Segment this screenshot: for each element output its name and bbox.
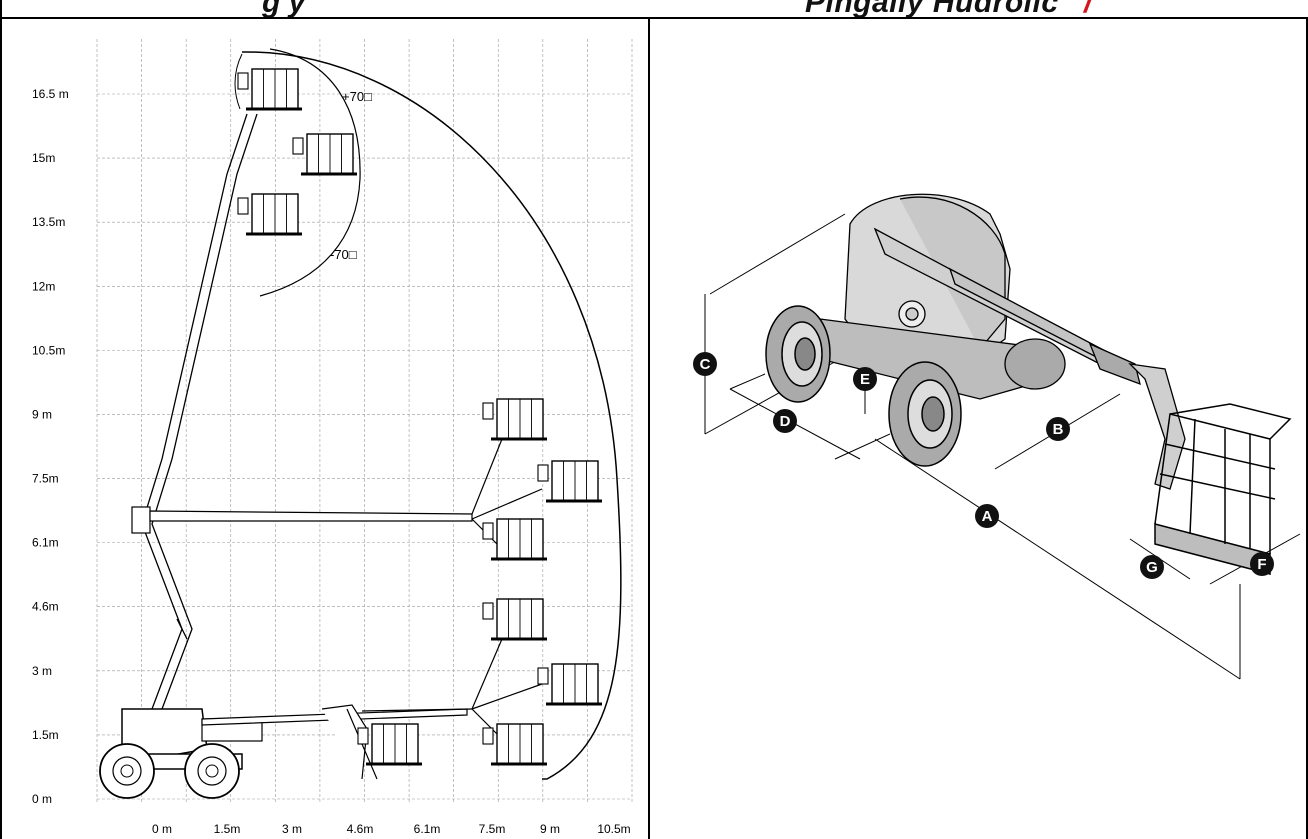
x-axis-label: 9 m — [540, 822, 560, 836]
dimension-badge-c: C — [693, 352, 717, 376]
brand-name: Pingally Hudrolic — [805, 0, 1059, 19]
boom — [873, 227, 1186, 490]
platform-basket — [482, 398, 547, 441]
angle-up-label: +70□ — [342, 89, 372, 104]
y-axis-label: 10.5m — [32, 343, 65, 357]
y-axis-label: 9 m — [32, 407, 52, 421]
platform-basket — [537, 663, 602, 706]
dimension-badge-label: G — [1146, 559, 1158, 576]
dimension-callouts: A B C D E F G — [693, 352, 1274, 579]
y-axis-label: 12m — [32, 279, 55, 293]
y-axis-label: 3 m — [32, 664, 52, 678]
platform-basket — [482, 518, 547, 561]
y-axis-label: 13.5m — [32, 215, 65, 229]
x-axis-label: 10.5m — [597, 822, 630, 836]
working-range-diagram: 16.5 m 15m 13.5m 12m 10.5m 9 m 7.5m 6.1m 4.6m 3 m… — [32, 39, 633, 836]
x-axis-label: 0 m — [152, 822, 172, 836]
platform-basket — [482, 723, 547, 766]
reach-envelope — [241, 51, 622, 780]
front-left-wheel — [765, 305, 831, 403]
x-axis-label: 4.6m — [347, 822, 374, 836]
raised-boom — [141, 113, 258, 710]
dimension-badge-f: F — [1250, 552, 1274, 576]
dimension-badge-g: G — [1140, 555, 1164, 579]
x-axis-label: 1.5m — [214, 822, 241, 836]
y-axis-label: 15m — [32, 151, 55, 165]
table-left-border — [0, 0, 2, 839]
platform-basket — [292, 133, 357, 176]
dimension-badge-label: E — [860, 371, 870, 388]
dimension-badge-label: C — [700, 356, 711, 373]
platform-basket — [237, 193, 302, 236]
low-outreach-boom — [361, 638, 543, 740]
front-right-wheel — [888, 361, 962, 467]
x-axis-label: 3 m — [282, 822, 302, 836]
y-axis-label: 1.5m — [32, 728, 59, 742]
dimension-badge-e: E — [853, 367, 877, 391]
dimension-badge-label: D — [780, 413, 791, 430]
dimension-diagram: A B C D E F G — [693, 193, 1301, 680]
platform-basket — [1154, 403, 1292, 575]
table-column-divider — [648, 17, 650, 839]
dimension-badge-label: B — [1053, 421, 1064, 438]
dimension-badge-a: A — [975, 504, 999, 528]
x-axis-label: 7.5m — [479, 822, 506, 836]
table-top-border — [0, 17, 1308, 19]
angle-down-label: -70□ — [330, 247, 357, 262]
dimension-badge-label: F — [1257, 556, 1266, 573]
platform-basket — [357, 723, 422, 766]
stowed-boom — [201, 704, 468, 780]
dimension-badge-d: D — [773, 409, 797, 433]
y-axis-labels: 16.5 m 15m 13.5m 12m 10.5m 9 m 7.5m 6.1m 4.6m 3 m… — [32, 87, 69, 806]
y-axis-label: 4.6m — [32, 600, 59, 614]
table-right-border — [1306, 17, 1308, 839]
platform-positions — [237, 68, 602, 766]
wheel-left — [99, 743, 155, 799]
dimension-badge-b: B — [1046, 417, 1070, 441]
y-axis-label: 0 m — [32, 792, 52, 806]
y-axis-label: 7.5m — [32, 472, 59, 486]
platform-basket — [537, 460, 602, 503]
y-axis-label: 16.5 m — [32, 87, 69, 101]
outreach-boom — [131, 438, 543, 550]
platform-basket — [237, 68, 302, 111]
wheel-right — [184, 743, 240, 799]
jib-rotation-arc — [259, 48, 361, 297]
platform-basket — [482, 598, 547, 641]
dimension-badge-label: A — [982, 508, 993, 525]
brand-left-fragment: g y — [262, 0, 306, 19]
x-axis-label: 6.1m — [414, 822, 441, 836]
brand-logo: Pingally Hudrolic ’ / — [805, 0, 1093, 20]
brand-accent: ’ / — [1067, 0, 1093, 19]
x-axis-labels: 0 m 1.5m 3 m 4.6m 6.1m 7.5m 9 m 10.5m — [152, 822, 631, 836]
rear-right-wheel — [1004, 338, 1066, 390]
y-axis-label: 6.1m — [32, 536, 59, 550]
